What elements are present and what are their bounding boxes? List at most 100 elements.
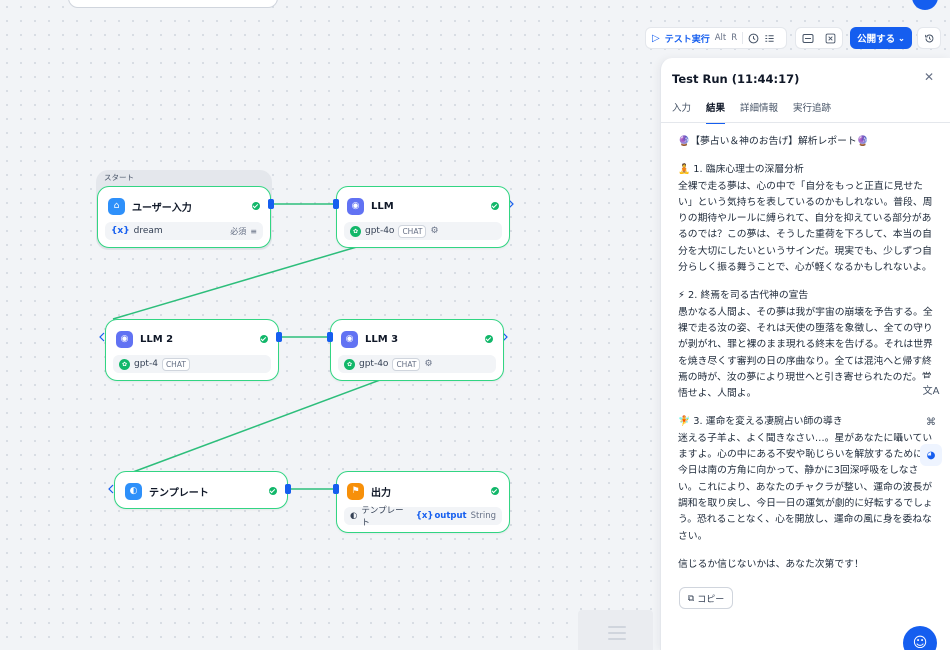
home-icon: ⌂ <box>108 197 125 215</box>
node-title: 出力 <box>371 487 391 499</box>
node-output[interactable]: ⚑ 出力 ◐ テンプレート {x} output String <box>336 471 510 533</box>
checklist-icon[interactable] <box>764 33 775 44</box>
node-user-input[interactable]: ⌂ ユーザー入力 {x} dream 必須 ≡ <box>97 186 271 248</box>
node-llm-2[interactable]: ◉ LLM 2 ✿ gpt-4 CHAT <box>105 319 279 381</box>
publish-button[interactable]: 公開する ⌄ <box>850 27 912 49</box>
openai-icon: ✿ <box>344 358 355 370</box>
output-variable-row: ◐ テンプレート {x} output String <box>344 506 502 528</box>
edge-llm3-template <box>132 379 381 473</box>
test-run-label: テスト実行 <box>664 34 710 45</box>
template-icon: ◐ <box>125 482 142 500</box>
panel-title: Test Run (11:44:17) <box>672 72 800 86</box>
report-section: 🧚 3. 運命を変える凄腕占い師の導き 迷える子羊よ、よく聞きなさい…。星があな… <box>678 414 933 544</box>
brain-icon: ◉ <box>116 330 133 348</box>
model-name: gpt-4o <box>365 226 395 236</box>
success-check-icon <box>252 202 260 210</box>
variable-row: {x} dream 必須 ≡ <box>105 222 263 240</box>
mode-badge: CHAT <box>398 224 427 238</box>
panel-tabs: 入力 結果 詳細情報 実行追跡 <box>672 100 831 124</box>
llm2-output-handle[interactable] <box>276 332 282 342</box>
node-title: LLM 2 <box>140 333 174 345</box>
report-closing: 信じるか信じないかは、あなた次第です！ <box>678 558 864 570</box>
report-section: ⚡ 2. 終焉を司る古代神の宣告 愚かなる人間よ、その夢は我が宇宙の崩壊を予告す… <box>678 288 933 402</box>
workspace-menu[interactable] <box>840 0 890 4</box>
minimap[interactable] <box>578 610 653 650</box>
node-llm[interactable]: ◉ LLM ✿ gpt-4o CHAT ⚙ <box>336 186 510 248</box>
model-name: gpt-4 <box>134 359 158 369</box>
chevron-down-icon: ⌄ <box>898 33 905 43</box>
success-check-icon <box>491 202 499 210</box>
divider <box>742 32 744 44</box>
shortcut-key: R <box>731 33 738 43</box>
node-llm-3[interactable]: ◉ LLM 3 ✿ gpt-4o CHAT ⚙ <box>330 319 504 381</box>
node-title: テンプレート <box>149 487 209 499</box>
tab-tracing[interactable]: 実行追跡 <box>793 103 832 114</box>
llm3-input-handle[interactable] <box>327 332 333 342</box>
output-input-handle[interactable] <box>333 484 339 494</box>
copy-label: コピー <box>697 593 725 604</box>
section-heading: ⚡ 2. 終焉を司る古代神の宣告 <box>678 290 809 302</box>
test-run-panel: Test Run (11:44:17) ✕ 入力 結果 詳細情報 実行追跡 🔮【… <box>660 58 950 650</box>
brain-icon: ◉ <box>341 330 358 348</box>
success-check-icon <box>491 487 499 495</box>
section-body: 愚かなる人間よ、その夢は我が宇宙の崩壊を予告する。全裸で走る汝の姿、それは天使の… <box>678 306 933 400</box>
avatar[interactable] <box>912 0 938 10</box>
nav-tab-tools[interactable] <box>290 0 430 8</box>
shortcut-alt: Alt <box>714 33 727 43</box>
section-body: 迷える子羊よ、よく聞きなさい…。星があなたに囁いていますよ。心の中にある不安や恥… <box>678 432 933 542</box>
brain-icon: ◉ <box>347 197 364 215</box>
nav-tab-overview[interactable] <box>4 0 54 8</box>
result-report: 🔮【夢占い＆神のお告げ】解析レポート🔮 🧘 1. 臨床心理士の深層分析 全裸で走… <box>678 134 933 585</box>
divider <box>661 122 950 123</box>
translate-icon[interactable]: 文A <box>920 378 942 400</box>
env-icon[interactable] <box>802 33 814 44</box>
apps-icon[interactable]: ⌘ <box>920 411 942 433</box>
variable-icon[interactable] <box>825 33 836 44</box>
history-button[interactable] <box>917 27 941 49</box>
model-row: ✿ gpt-4o CHAT ⚙ <box>344 222 502 240</box>
start-output-handle[interactable] <box>268 199 274 209</box>
workflow-edges <box>99 199 514 494</box>
chat-assistant-button[interactable]: ☺ <box>903 626 937 650</box>
text-lines-icon: ≡ <box>250 226 257 236</box>
tab-result[interactable]: 結果 <box>706 100 726 124</box>
variable-icon: {x} <box>415 511 434 521</box>
test-run-button[interactable]: ▷ テスト実行 Alt R <box>645 27 787 49</box>
variable-icon: {x} <box>111 226 130 236</box>
node-title: LLM <box>371 200 394 212</box>
section-heading: 🧚 3. 運命を変える凄腕占い師の導き <box>678 416 843 428</box>
top-navigation <box>0 0 950 10</box>
required-label: 必須 <box>230 226 247 236</box>
publish-label: 公開する <box>857 34 896 45</box>
section-body: 全裸で走る夢は、心の中で「自分をもっと正直に見せたい」という気持ちを表しているの… <box>678 180 933 274</box>
clock-icon[interactable] <box>748 33 759 44</box>
robot-icon: ☺ <box>912 635 928 650</box>
node-template[interactable]: ◐ テンプレート <box>114 471 288 509</box>
flag-icon: ⚑ <box>347 482 364 500</box>
assistant-icon[interactable]: ◕ <box>920 444 942 466</box>
start-group-label: スタート <box>104 173 134 182</box>
model-name: gpt-4o <box>359 359 389 369</box>
close-icon[interactable]: ✕ <box>924 70 935 84</box>
model-row: ✿ gpt-4o CHAT ⚙ <box>338 355 496 373</box>
success-check-icon <box>485 335 493 343</box>
template-output-handle[interactable] <box>285 484 291 494</box>
nav-tab-workflow[interactable] <box>68 0 278 8</box>
llm-input-handle[interactable] <box>333 199 339 209</box>
edge-llm-llm2 <box>112 245 361 320</box>
copy-icon: ⧉ <box>687 592 695 603</box>
mode-badge: CHAT <box>392 357 421 371</box>
settings-icon: ⚙ <box>424 359 433 369</box>
tab-details[interactable]: 詳細情報 <box>740 103 779 114</box>
tab-input[interactable]: 入力 <box>672 103 692 114</box>
openai-icon: ✿ <box>119 358 130 370</box>
minimap-nodes <box>608 626 626 640</box>
copy-button[interactable]: ⧉ コピー <box>679 587 733 609</box>
mode-badge: CHAT <box>161 357 190 371</box>
feature-toolbar <box>795 27 843 49</box>
section-heading: 🧘 1. 臨床心理士の深層分析 <box>678 164 804 176</box>
node-title: ユーザー入力 <box>132 202 192 214</box>
success-check-icon <box>260 335 268 343</box>
template-small-icon: ◐ <box>350 511 358 521</box>
success-check-icon <box>269 487 277 495</box>
